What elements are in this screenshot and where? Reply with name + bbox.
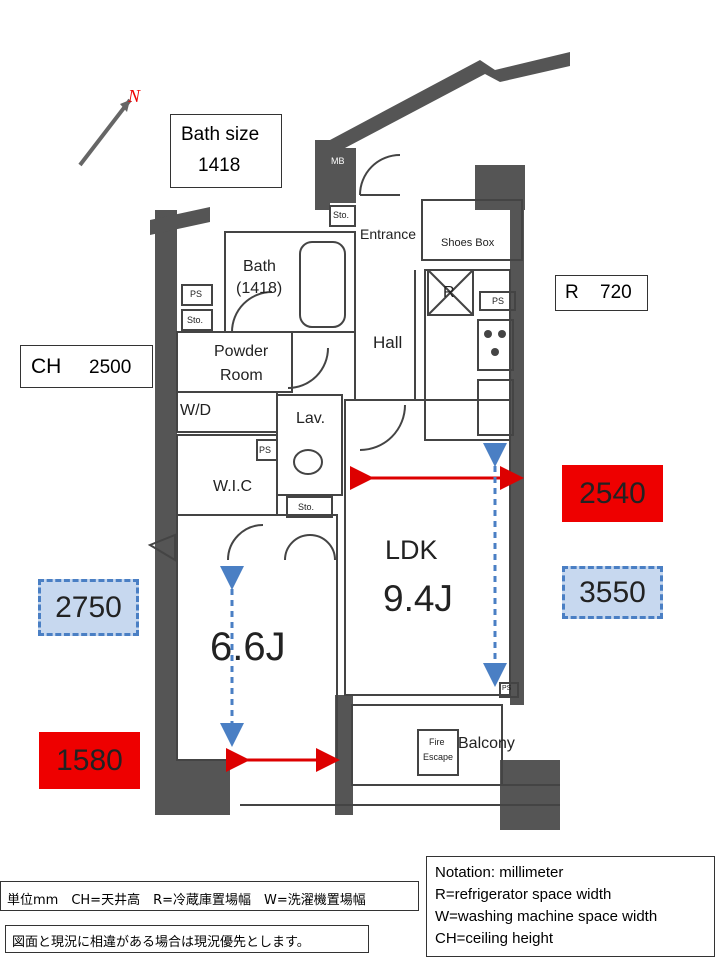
ldk-depth-tag: 3550 <box>562 566 663 619</box>
ps-left-label: PS <box>190 289 203 299</box>
svg-text:N: N <box>127 86 141 106</box>
refrigerator-width-value: 720 <box>600 282 632 303</box>
ceiling-height-box: CH 2500 <box>20 345 153 388</box>
fire-escape-label-line2: Escape <box>423 752 454 762</box>
ceiling-height-value: 2500 <box>89 357 132 378</box>
sto-top-label: Sto. <box>333 210 350 220</box>
units-note: 単位mm CH=天井高 R=冷蔵庫置場幅 W=洗濯機置場幅 <box>7 893 366 908</box>
notation-line-refrigerator: R=refrigerator space width <box>435 886 612 903</box>
notation-line-washing: W=washing machine space width <box>435 908 658 925</box>
shoes-box-label: Shoes Box <box>441 237 495 249</box>
ldk-width-tag: 2540 <box>562 465 663 522</box>
balcony-label: Balcony <box>458 735 515 752</box>
notation-line-ceiling: CH=ceiling height <box>435 930 553 947</box>
ps-mid-label: PS <box>259 445 272 455</box>
bedroom-width-tag: 1580 <box>39 732 140 789</box>
bath-size-title: Bath size <box>181 124 260 145</box>
mb-label: MB <box>331 156 345 166</box>
lav-label: Lav. <box>296 410 326 427</box>
sto-mid-label: Sto. <box>298 502 315 512</box>
sto-left-label: Sto. <box>187 315 204 325</box>
notation-box: Notation: millimeter R=refrigerator spac… <box>426 856 715 957</box>
ldk-name-label: LDK <box>385 535 438 565</box>
hall-label: Hall <box>373 333 403 352</box>
ps-right-label: PS <box>492 296 505 306</box>
refrigerator-width-box: R 720 <box>555 275 648 311</box>
fire-escape-label-line1: Fire <box>429 737 445 747</box>
compass-icon: N <box>78 86 141 167</box>
bath-label: Bath <box>243 258 276 275</box>
refrigerator-width-label: R <box>565 282 579 303</box>
refrigerator-mark: R <box>443 284 455 301</box>
discrepancy-note-box: 図面と現況に相違がある場合は現況優先とします。 <box>5 925 369 953</box>
powder-room-label-line1: Powder <box>214 343 269 360</box>
ps-bottom-label: PS <box>502 685 512 692</box>
discrepancy-note: 図面と現況に相違がある場合は現況優先とします。 <box>12 935 310 950</box>
wd-label: W/D <box>180 402 212 419</box>
wic-label: W.I.C <box>213 478 253 495</box>
ceiling-height-label: CH <box>31 355 62 378</box>
entrance-label: Entrance <box>360 226 417 242</box>
bath-size-value: 1418 <box>198 155 241 176</box>
bedroom-size-label: 6.6J <box>210 625 286 669</box>
bath-size-box: Bath size 1418 <box>170 114 282 188</box>
notation-line-units: Notation: millimeter <box>435 864 564 881</box>
bath-size-label: (1418) <box>236 280 283 297</box>
powder-room-label-line2: Room <box>220 367 263 384</box>
ldk-size-label: 9.4J <box>383 578 453 619</box>
bedroom-depth-tag: 2750 <box>38 579 139 636</box>
units-note-box: 単位mm CH=天井高 R=冷蔵庫置場幅 W=洗濯機置場幅 <box>0 881 419 911</box>
